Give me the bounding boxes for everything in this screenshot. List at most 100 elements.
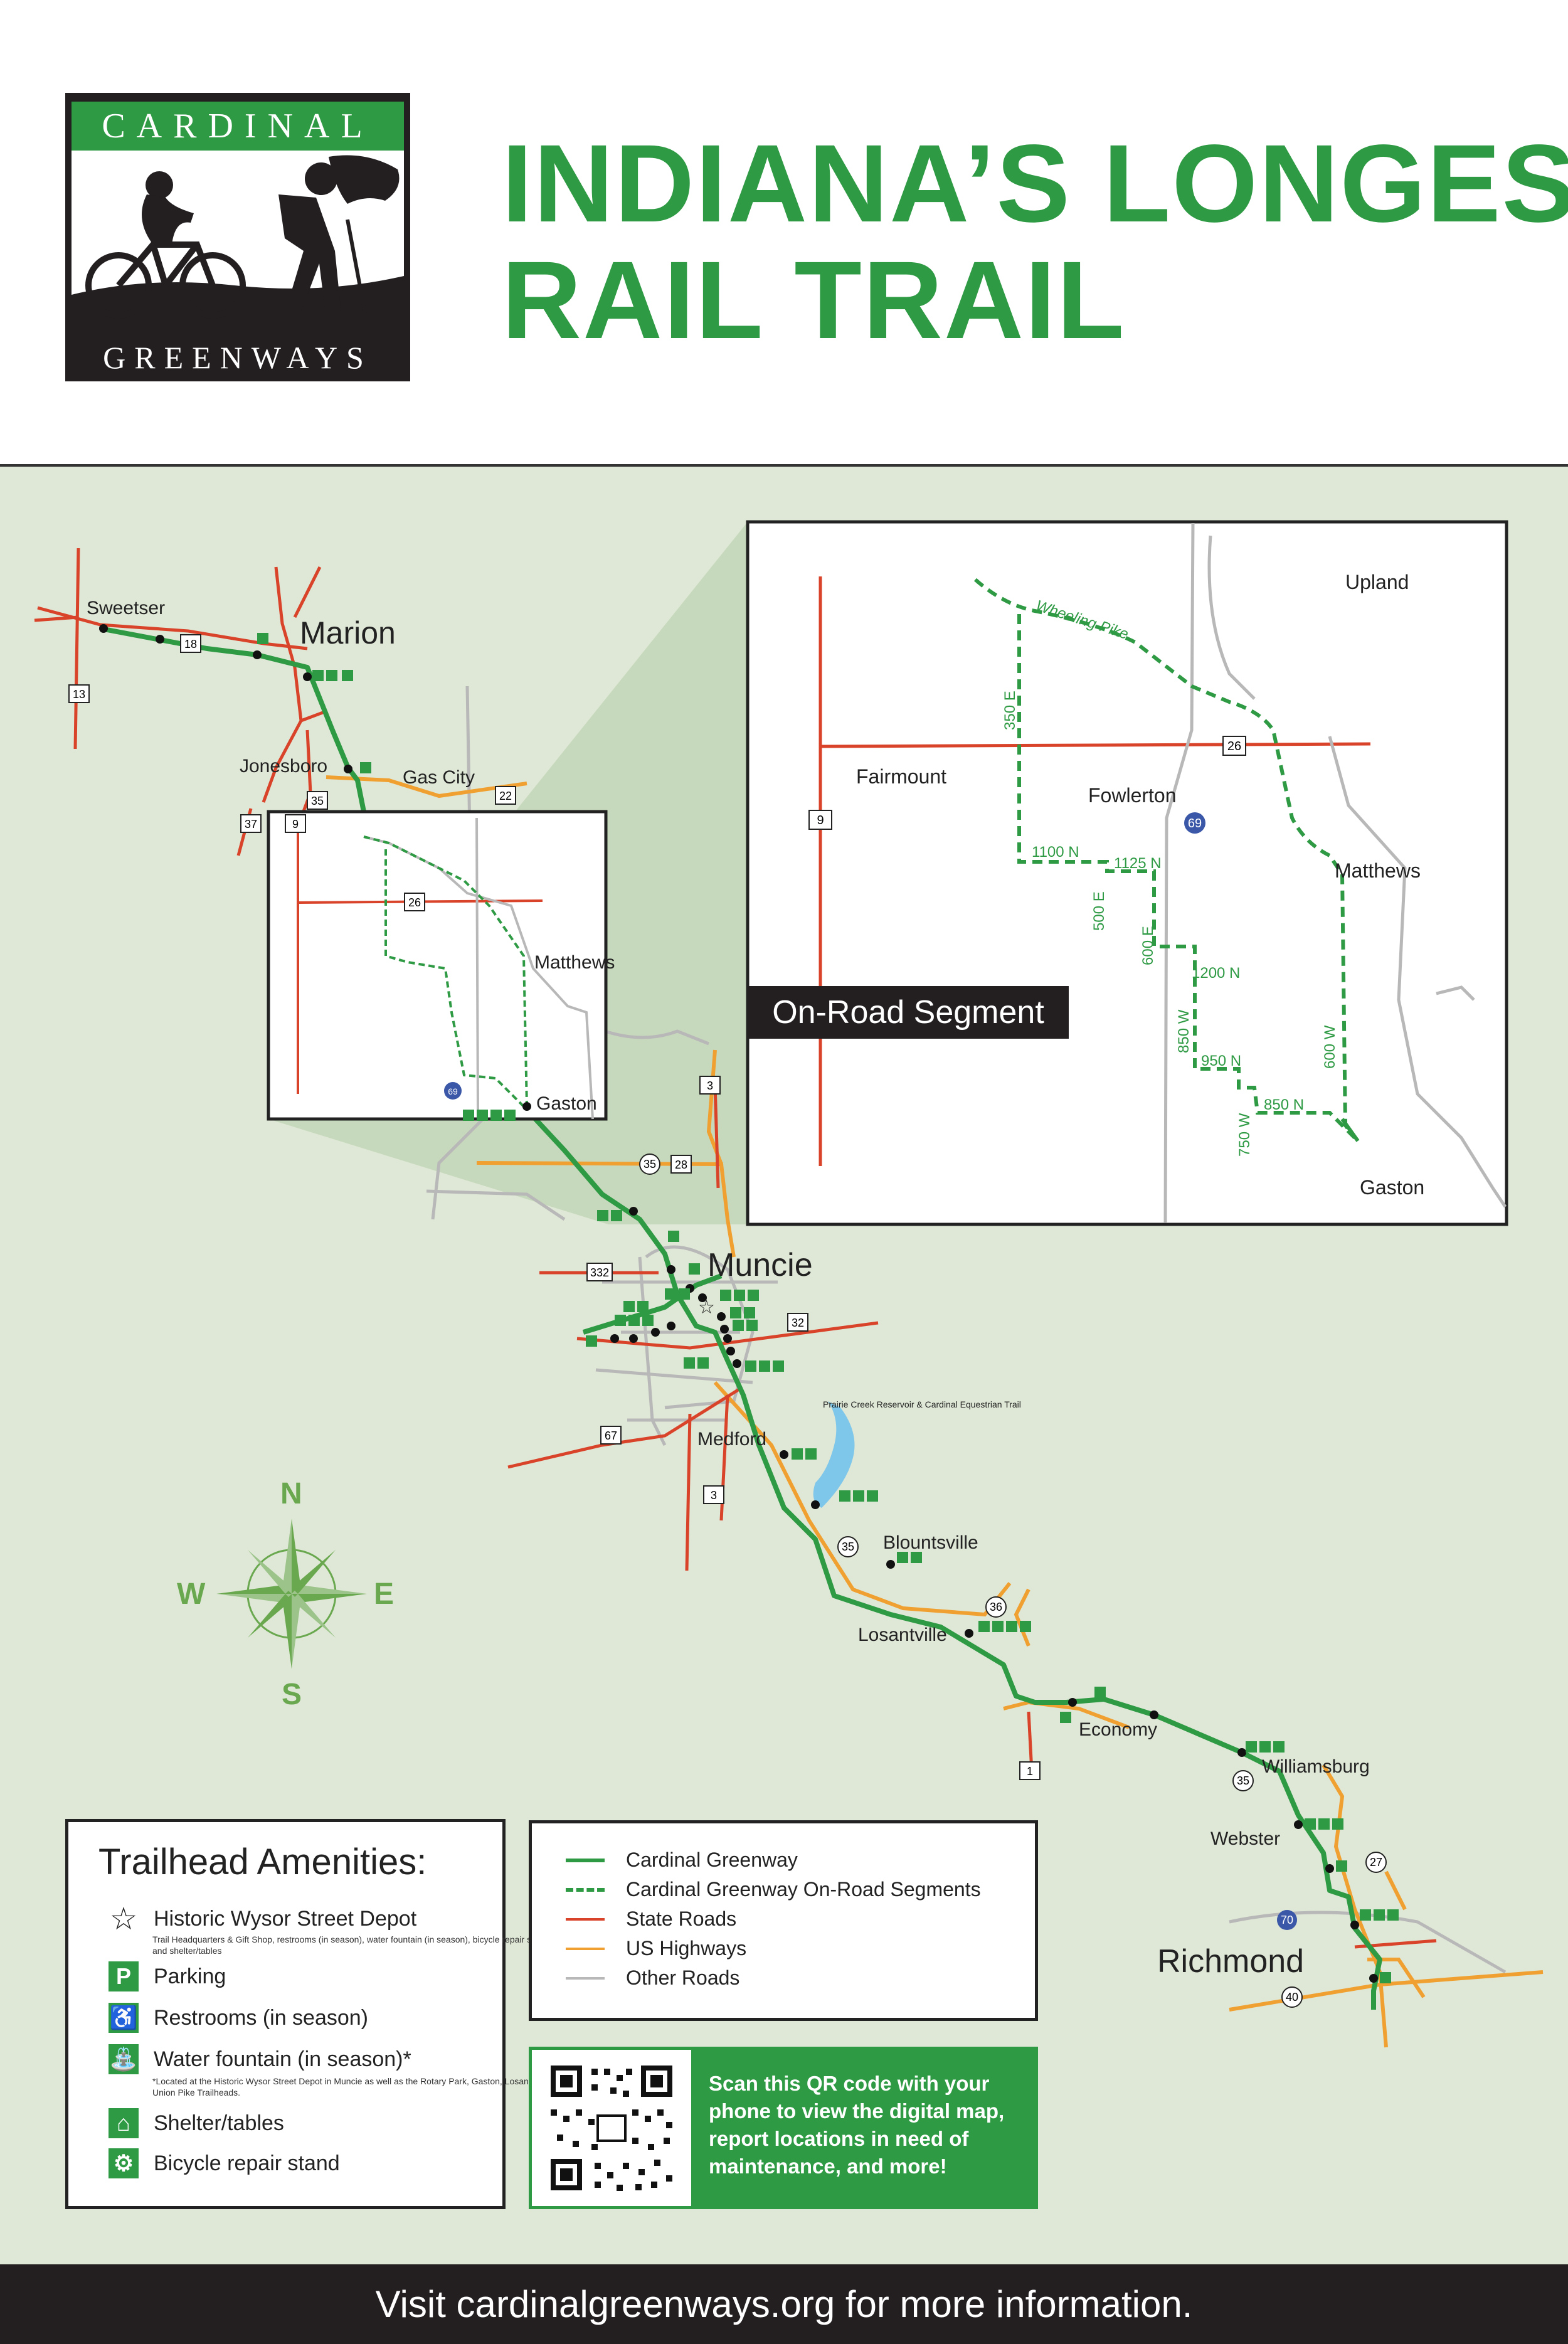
label-750w: 750 W bbox=[1236, 1113, 1253, 1157]
amenity-restrooms-label: Restrooms (in season) bbox=[154, 2005, 369, 2030]
amenity-bicycle-repair: ⚙ Bicycle repair stand bbox=[109, 2148, 340, 2178]
legend-other-roads-label: Other Roads bbox=[626, 1966, 740, 1989]
shield-40: 40 bbox=[1281, 1986, 1303, 2008]
label-jonesboro: Jonesboro bbox=[240, 756, 327, 777]
compass-south: S bbox=[282, 1678, 302, 1711]
shield-70: 70 bbox=[1277, 1910, 1297, 1930]
shield-32: 32 bbox=[787, 1313, 808, 1332]
inset-greenway bbox=[974, 578, 1360, 1142]
svg-text:3: 3 bbox=[707, 1079, 713, 1092]
shield-3-north: 3 bbox=[699, 1076, 721, 1095]
label-1100n: 1100 N bbox=[1032, 844, 1079, 861]
shield-13: 13 bbox=[68, 684, 90, 703]
header: CARDINAL GREENWAYS INDIANA’S LONGEST RAI… bbox=[0, 0, 1568, 464]
svg-text:69: 69 bbox=[448, 1086, 458, 1096]
inset-label-upland: Upland bbox=[1345, 571, 1409, 593]
amenity-icon-clusters bbox=[257, 633, 1399, 1983]
label-600w: 600 W bbox=[1322, 1025, 1338, 1069]
parking-icon: P bbox=[109, 1961, 139, 1991]
amenity-parking: P Parking bbox=[109, 1961, 226, 1991]
legend-us-highways: US Highways bbox=[566, 1937, 746, 1960]
amenity-depot: ☆ Historic Wysor Street Depot bbox=[109, 1901, 417, 1936]
compass-west: W bbox=[177, 1578, 206, 1611]
legend-on-road-label: Cardinal Greenway On-Road Segments bbox=[626, 1878, 981, 1901]
inset-shield-9: 9 bbox=[808, 810, 832, 830]
title-line-2: RAIL TRAIL bbox=[502, 239, 1126, 362]
svg-text:69: 69 bbox=[1188, 817, 1202, 830]
legend-dashed-green-line bbox=[566, 1887, 605, 1892]
qr-code-panel[interactable]: Scan this QR code with your phone to vie… bbox=[529, 2047, 1038, 2209]
label-muncie: Muncie bbox=[707, 1247, 813, 1283]
inset-shield-69: 69 bbox=[1184, 812, 1205, 834]
footer-website-text[interactable]: Visit cardinalgreenways.org for more inf… bbox=[0, 2264, 1568, 2344]
label-600e: 600 E bbox=[1140, 926, 1157, 965]
label-richmond: Richmond bbox=[1157, 1943, 1304, 1980]
amenity-parking-label: Parking bbox=[154, 1964, 226, 1988]
legend-state-roads-label: State Roads bbox=[626, 1907, 737, 1930]
svg-text:35: 35 bbox=[1237, 1774, 1249, 1787]
label-blountsville: Blountsville bbox=[883, 1532, 978, 1553]
shield-69-small: 69 bbox=[444, 1082, 462, 1100]
inset-place-labels: Upland Fairmount Fowlerton Matthews Gast… bbox=[856, 571, 1424, 1199]
svg-text:32: 32 bbox=[792, 1317, 804, 1329]
svg-text:35: 35 bbox=[644, 1158, 656, 1170]
legend-red-line bbox=[566, 1917, 605, 1921]
shield-18: 18 bbox=[180, 634, 201, 653]
label-gas-city: Gas City bbox=[403, 767, 475, 788]
legend-grey-line bbox=[566, 1976, 605, 1980]
amenity-water-fountain: ⛲ Water fountain (in season)* bbox=[109, 2044, 411, 2074]
label-850n: 850 N bbox=[1264, 1096, 1304, 1113]
trailhead-amenities-legend: Trailhead Amenities: ☆ Historic Wysor St… bbox=[65, 1819, 566, 2209]
inset-title: On-Road Segment bbox=[748, 986, 1069, 1039]
town-labels: Sweetser Marion Jonesboro Gas City Matth… bbox=[87, 598, 1370, 1980]
shield-26-small: 26 bbox=[404, 893, 425, 911]
legend-cardinal-greenway: Cardinal Greenway bbox=[566, 1848, 798, 1872]
shield-67: 67 bbox=[600, 1426, 622, 1445]
qr-code-icon[interactable] bbox=[532, 2050, 691, 2206]
label-350e: 350 E bbox=[1002, 691, 1019, 730]
svg-text:1: 1 bbox=[1027, 1765, 1033, 1778]
inset-label-fairmount: Fairmount bbox=[856, 765, 946, 788]
inset-shield-26: 26 bbox=[1222, 736, 1246, 756]
shield-37: 37 bbox=[240, 814, 262, 833]
trailhead-dots bbox=[99, 624, 1378, 1983]
cardinal-greenways-logo[interactable]: CARDINAL GREENWAYS bbox=[65, 93, 410, 381]
label-matthews: Matthews bbox=[534, 952, 615, 973]
logo-top-text: CARDINAL bbox=[72, 102, 404, 151]
svg-text:36: 36 bbox=[990, 1601, 1002, 1613]
svg-text:28: 28 bbox=[675, 1159, 687, 1171]
compass-east: E bbox=[374, 1578, 395, 1611]
legend-cardinal-greenway-label: Cardinal Greenway bbox=[626, 1848, 798, 1871]
restroom-icon: ♿ bbox=[109, 2003, 139, 2033]
inset-roads bbox=[818, 522, 1507, 1223]
inset-shields: 26 9 69 bbox=[808, 736, 1246, 834]
label-williamsburg: Williamsburg bbox=[1262, 1756, 1370, 1777]
shield-27: 27 bbox=[1365, 1852, 1387, 1873]
label-950n: 950 N bbox=[1201, 1053, 1241, 1069]
label-1200n: 1200 N bbox=[1192, 965, 1240, 982]
cyclist-hiker-silhouette-icon bbox=[72, 151, 404, 332]
label-prairie-creek: Prairie Creek Reservoir & Cardinal Eques… bbox=[823, 1399, 1021, 1409]
label-medford: Medford bbox=[697, 1429, 766, 1450]
svg-text:13: 13 bbox=[73, 688, 85, 701]
svg-text:67: 67 bbox=[605, 1429, 617, 1442]
prairie-creek-reservoir bbox=[813, 1401, 855, 1508]
amenity-restrooms: ♿ Restrooms (in season) bbox=[109, 2003, 368, 2033]
shield-332: 332 bbox=[586, 1263, 613, 1281]
label-1125n: 1125 N bbox=[1114, 855, 1162, 872]
shield-3-south: 3 bbox=[703, 1485, 724, 1504]
legend-state-roads: State Roads bbox=[566, 1907, 736, 1931]
shield-22: 22 bbox=[495, 786, 516, 805]
label-marion: Marion bbox=[300, 615, 396, 650]
compass-rose-icon bbox=[216, 1519, 367, 1669]
compass-north: N bbox=[280, 1477, 302, 1510]
road-legend: Cardinal Greenway Cardinal Greenway On-R… bbox=[529, 1820, 1038, 2021]
inset-label-matthews: Matthews bbox=[1335, 859, 1421, 882]
svg-text:18: 18 bbox=[184, 638, 197, 650]
svg-text:37: 37 bbox=[245, 818, 257, 830]
amenity-depot-label: Historic Wysor Street Depot bbox=[154, 1906, 417, 1931]
legend-solid-green-line bbox=[566, 1858, 605, 1862]
wysor-depot-star-icon: ☆ bbox=[698, 1297, 715, 1318]
label-500e: 500 E bbox=[1091, 891, 1108, 931]
label-gaston: Gaston bbox=[536, 1093, 597, 1114]
